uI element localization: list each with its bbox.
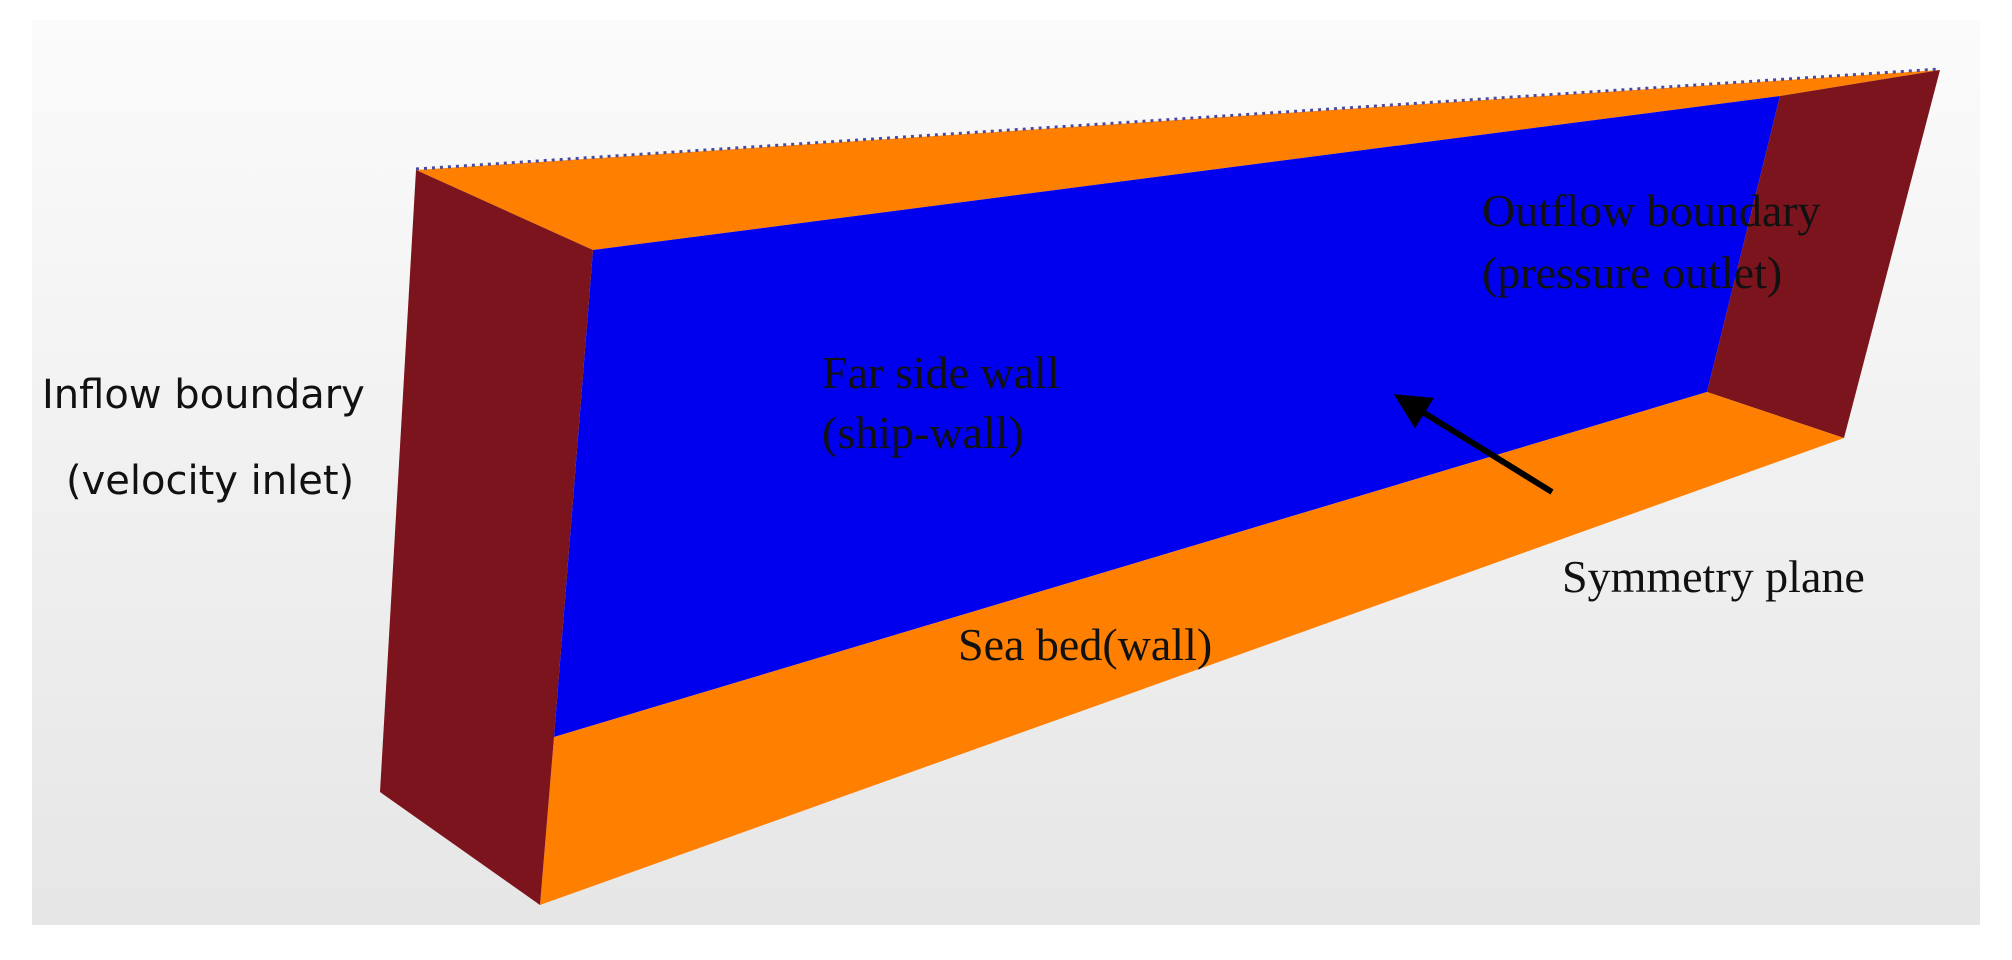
far-side-wall-label-line1: Far side wall	[822, 347, 1060, 398]
outflow-label-line2: (pressure outlet)	[1482, 247, 1782, 298]
sea-bed-label: Sea bed(wall)	[958, 619, 1212, 670]
outflow-label-line1: Outflow boundary	[1482, 185, 1821, 236]
symmetry-plane-label: Symmetry plane	[1562, 551, 1865, 602]
top-edge-dotted	[415, 67, 1941, 171]
pointer-arrow	[1393, 394, 1554, 495]
far-side-wall-label-line2: (ship-wall)	[822, 407, 1024, 458]
inflow-boundary-face	[380, 170, 593, 905]
inflow-label-line1: Inflow boundary	[42, 372, 365, 418]
inflow-label-line2: (velocity inlet)	[66, 458, 354, 504]
outflow-boundary-face	[1707, 70, 1940, 438]
inflow-boundary-label: Inflow boundary (velocity inlet)	[42, 372, 365, 504]
far-side-wall-face	[554, 96, 1780, 737]
top-face	[416, 70, 1940, 250]
sea-bed-face	[540, 392, 1844, 905]
outflow-boundary-label: Outflow boundary (pressure outlet)	[1482, 185, 1821, 298]
far-side-wall-label: Far side wall (ship-wall)	[822, 347, 1060, 458]
computational-domain-box	[380, 67, 1941, 905]
